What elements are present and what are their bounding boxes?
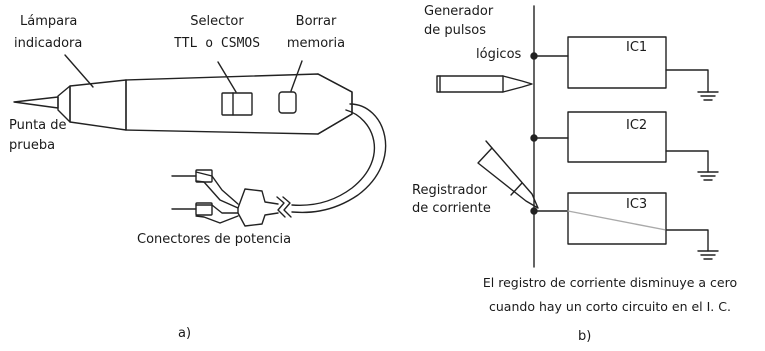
selector-pointer: [217, 61, 237, 93]
connector-housing: [237, 188, 279, 227]
power-cable: [291, 103, 387, 214]
pulse-generator-probe: [436, 75, 533, 93]
lamp-label-line-2: indicadora: [14, 36, 83, 51]
erase-label-line-2: memoria: [286, 36, 346, 51]
selector-label-line-1: Selector: [190, 14, 244, 29]
ttl-cmos-selector: [221, 92, 253, 116]
probe-nose: [57, 85, 71, 123]
ic1-label: IC1: [626, 40, 648, 55]
indicator-lamp: [69, 79, 127, 131]
lamp-pointer: [64, 54, 94, 88]
probe-tail: [317, 73, 353, 135]
current-tracer-probe: [477, 147, 539, 209]
tip-label-line-1: Punta de: [9, 118, 67, 133]
ic2-label: IC2: [626, 118, 648, 133]
clip-lead-lower: [195, 204, 239, 214]
probe-body: [125, 73, 353, 135]
ic3-label: IC3: [626, 197, 648, 212]
ic3-box: [567, 192, 667, 245]
recorder-label-line-2: de corriente: [412, 201, 491, 216]
connectors-label: Conectores de potencia: [137, 232, 292, 247]
lamp-label-line-1: Lámpara: [20, 14, 78, 29]
generator-label-line-1: Generador: [424, 4, 494, 19]
ic1-box: [567, 36, 667, 89]
note-line-1: El registro de corriente disminuye a cer…: [482, 275, 738, 290]
ic2-box: [567, 111, 667, 163]
test-circuit: [436, 5, 719, 268]
logic-probe: [13, 54, 387, 227]
probe-tip: [13, 96, 59, 109]
tip-label-line-2: prueba: [9, 138, 56, 153]
recorder-label-line-1: Registrador: [412, 183, 488, 198]
erase-pointer: [290, 60, 303, 92]
note-line-2: cuando hay un corto circuito en el I. C.: [489, 299, 731, 314]
caption-b: b): [578, 329, 592, 344]
caption-a: a): [178, 326, 192, 341]
generator-label-line-2: de pulsos: [424, 23, 486, 38]
clip-lead-upper: [195, 171, 239, 205]
selector-label-line-2: TTL o CSMOS: [173, 36, 261, 51]
erase-memory-button: [278, 91, 297, 114]
erase-label-line-1: Borrar: [295, 14, 337, 29]
generator-label-line-3: lógicos: [476, 47, 522, 62]
ic3-shorted-path: [567, 210, 667, 231]
cable-break: [282, 196, 292, 218]
